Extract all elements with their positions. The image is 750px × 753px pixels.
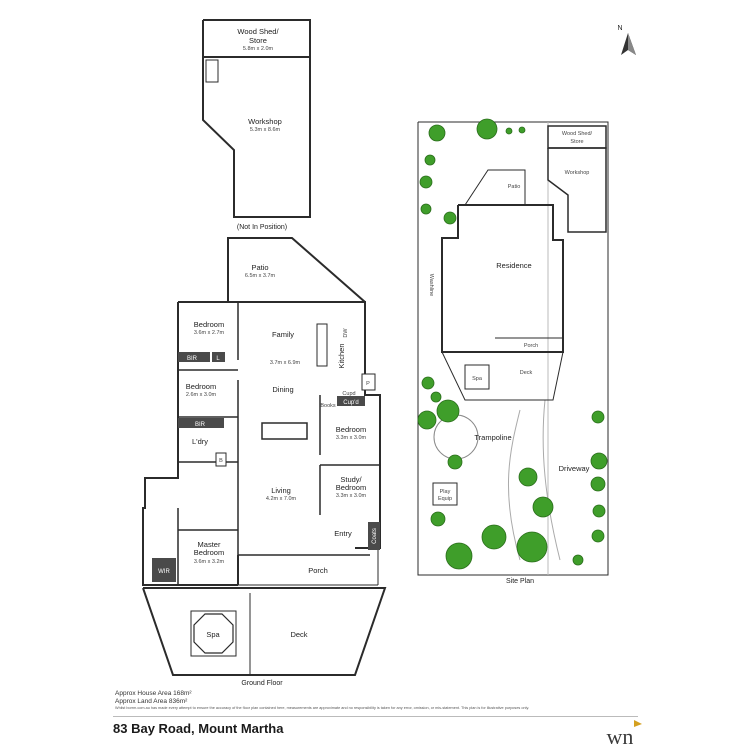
wir-label: WIR [158,569,170,575]
agency-logo-icon: wn [606,718,646,749]
shed-name: Wood Shed/ [237,27,279,36]
kitchen-island [316,323,328,367]
bedroom-3-dim: 3.3m x 3.0m [336,435,367,441]
study-dim: 3.3m x 3.0m [336,493,367,499]
l-bar [212,352,225,362]
master-dim: 3.6m x 3.2m [194,559,225,565]
pantry-box [361,373,376,391]
bedroom-1-name: Bedroom [194,320,224,329]
wir-bar [152,558,176,582]
books-label: Books [320,403,336,409]
kitchen-label: Kitchen [337,343,346,368]
site-trampoline-icon [433,414,479,460]
patio-name: Patio [251,263,268,272]
bir-1-bar [178,352,210,362]
bir-2-label: BIR [195,422,206,428]
site-residence [441,204,564,353]
cupd-label: Cup'd [343,400,359,406]
coats-label: Coats [372,528,378,544]
site-washline-label: Washline [428,274,434,296]
shed-dim: 5.8m x 2.0m [243,46,274,52]
b-label: B [219,458,223,464]
site-workshop: Workshop [565,170,590,176]
site-play-equip [432,482,458,506]
logo-letters: wn [607,724,634,748]
site-driveway-label: Driveway [559,464,590,473]
study-name-2: Bedroom [336,483,366,492]
site-play-1: Play [440,489,451,495]
fireplace [261,422,308,440]
site-porch-label: Porch [524,343,538,349]
north-arrow-icon: N [617,25,636,55]
dw-label: DW [343,328,349,338]
porch-label: Porch [308,566,328,575]
deck-outline [142,587,387,676]
site-play-2: Equip [438,496,452,502]
bedroom-3-name: Bedroom [336,425,366,434]
spa-icon [190,610,237,657]
bedroom-1-dim: 3.6m x 2.7m [194,330,225,336]
bir-2-bar [178,418,224,428]
disclaimer-text: Whilst borrm.com.au has made every attem… [115,706,530,710]
laundry-label: L'dry [192,437,208,446]
not-in-position-note: (Not In Position) [237,224,287,231]
site-deck-label: Deck [520,370,533,376]
outbuilding [202,19,311,218]
living-dim: 4.2m x 7.0m [266,496,297,502]
ground-floor-label: Ground Floor [241,680,283,687]
site-patio-label: Patio [508,184,521,190]
house-area: Approx House Area 168m² [115,690,192,697]
site-outbuildings [547,125,607,233]
dining-label: Dining [272,385,293,394]
site-patio [464,169,526,206]
cupd-bar [337,396,365,406]
bir-1-label: BIR [187,356,198,362]
family-name: Family [272,330,294,339]
porch-outline [238,548,379,586]
tree-icons [417,118,608,570]
patio-dim: 6.5m x 3.7m [245,273,276,279]
master-name-1: Master [198,540,221,549]
bedroom-2-dim: 2.6m x 3.0m [186,392,217,398]
site-trampoline-label: Trampoline [474,433,511,442]
shed-name-2: Store [249,36,267,45]
footer-divider [113,716,638,717]
master-name-2: Bedroom [194,548,224,557]
living-name: Living [271,486,291,495]
deck-label: Deck [290,630,307,639]
driveway-path [508,399,561,561]
study-name-1: Study/ [340,475,362,484]
spa-label: Spa [206,630,220,639]
site-residence-label: Residence [496,261,531,270]
property-address: 83 Bay Road, Mount Martha [113,721,284,736]
workshop-dim: 5.3m x 8.6m [250,127,281,133]
site-plan-label: Site Plan [506,578,534,585]
cupd-small-label: Cupd [342,391,355,397]
bedroom-2-name: Bedroom [186,382,216,391]
family-dim: 3.7m x 6.9m [270,360,301,366]
site-deck [441,351,564,401]
site-shed-2: Store [570,139,583,145]
north-label: N [617,25,622,32]
workshop-name: Workshop [248,117,282,126]
site-spa-label: Spa [472,376,483,382]
coats-bar [368,522,380,550]
site-shed-1: Wood Shed/ [562,131,593,137]
b-box [215,452,227,467]
land-area: Approx Land Area 836m² [115,698,188,705]
site-spa-icon [464,364,490,390]
pantry-label: P [366,381,370,387]
entry-label: Entry [334,529,352,538]
l-label: L [216,356,220,362]
